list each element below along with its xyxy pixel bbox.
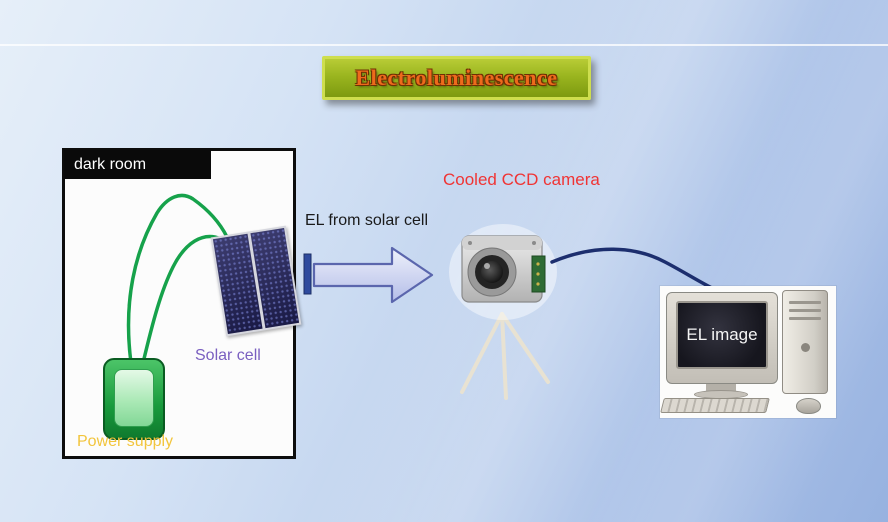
tower-slot	[789, 317, 821, 320]
title-banner: Electroluminescence	[322, 56, 591, 100]
dark-room-box: dark room Solar cell Power supply	[62, 148, 302, 459]
camera-label: Cooled CCD camera	[443, 170, 600, 189]
dark-room-label-bar: dark room	[64, 150, 211, 179]
power-wires	[126, 193, 229, 365]
page-title: Electroluminescence	[355, 65, 558, 90]
tower-slot	[789, 309, 821, 312]
power-supply-photo	[103, 358, 165, 440]
el-image-label: EL image	[686, 325, 758, 344]
dark-room-label: dark room	[74, 155, 147, 173]
ccd-camera-photo	[449, 224, 557, 320]
power-supply-label: Power supply	[77, 433, 174, 450]
monitor-stand	[706, 384, 736, 392]
mouse	[796, 398, 821, 414]
tripod	[460, 312, 550, 400]
power-supply-screen	[114, 369, 154, 427]
el-arrow-label: EL from solar cell	[305, 212, 428, 229]
keyboard	[660, 398, 770, 413]
computer-photo: EL image	[660, 286, 836, 418]
el-arrow	[303, 246, 434, 304]
solar-cell-photo	[210, 225, 302, 337]
divider-line	[0, 44, 888, 46]
arrow-base-bar	[303, 253, 312, 295]
solar-cell-label: Solar cell	[195, 347, 261, 364]
monitor: EL image	[666, 292, 778, 384]
monitor-screen: EL image	[676, 301, 768, 369]
tower-slot	[789, 301, 821, 304]
tower-power-button	[801, 343, 810, 352]
computer-tower	[782, 290, 828, 394]
